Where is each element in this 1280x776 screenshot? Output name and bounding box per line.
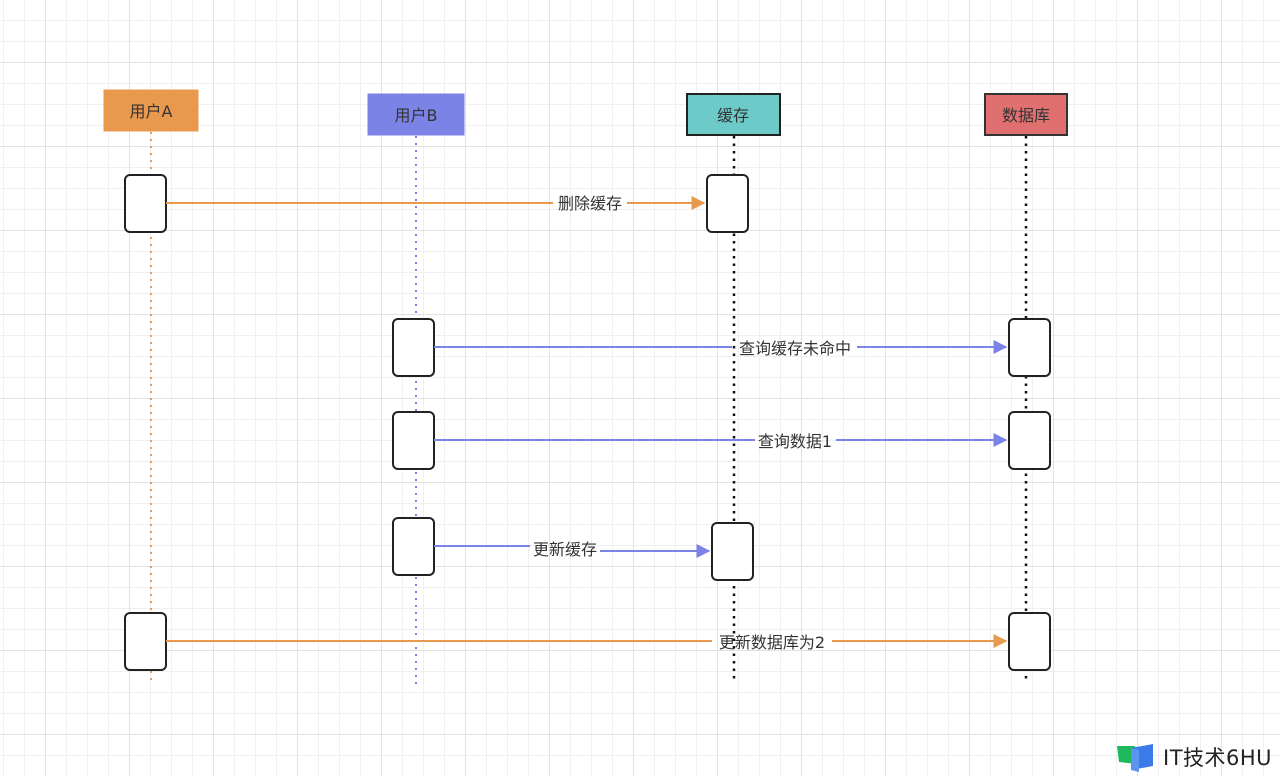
activation-user-b-3 [392, 517, 435, 576]
actor-user-b-label: 用户B [395, 106, 438, 125]
actor-cache[interactable]: 缓存 [686, 93, 781, 136]
message-query-data: 查询数据1 [434, 432, 1008, 451]
message-query-data-label: 查询数据1 [758, 432, 832, 451]
message-delete-cache: 删除缓存 [166, 194, 706, 213]
watermark-text: IT技术6HU [1163, 746, 1273, 770]
message-query-cache-miss-label: 查询缓存未命中 [739, 339, 851, 358]
activation-user-b-1 [392, 318, 435, 377]
message-update-cache: 更新缓存 [434, 540, 711, 559]
activation-user-a-2 [124, 612, 167, 671]
book-logo-icon [1117, 744, 1153, 772]
watermark: IT技术6HU [1117, 740, 1272, 774]
activation-db-3 [1008, 612, 1051, 671]
activation-user-b-2 [392, 411, 435, 470]
activation-user-a-1 [124, 174, 167, 233]
actor-user-b[interactable]: 用户B [367, 93, 465, 136]
actor-user-a[interactable]: 用户A [103, 89, 199, 132]
actor-db[interactable]: 数据库 [984, 93, 1068, 136]
message-update-db-label: 更新数据库为2 [719, 633, 825, 652]
activation-db-2 [1008, 411, 1051, 470]
activation-cache-1 [706, 174, 749, 233]
actor-db-label: 数据库 [1002, 106, 1050, 125]
activation-db-1 [1008, 318, 1051, 377]
message-update-db: 更新数据库为2 [166, 633, 1008, 652]
message-update-cache-label: 更新缓存 [533, 540, 597, 559]
message-delete-cache-label: 删除缓存 [558, 194, 622, 213]
activation-cache-2 [711, 522, 754, 581]
message-query-cache-miss: 查询缓存未命中 [434, 339, 1008, 358]
actor-user-a-label: 用户A [130, 102, 173, 121]
actor-cache-label: 缓存 [717, 106, 749, 125]
